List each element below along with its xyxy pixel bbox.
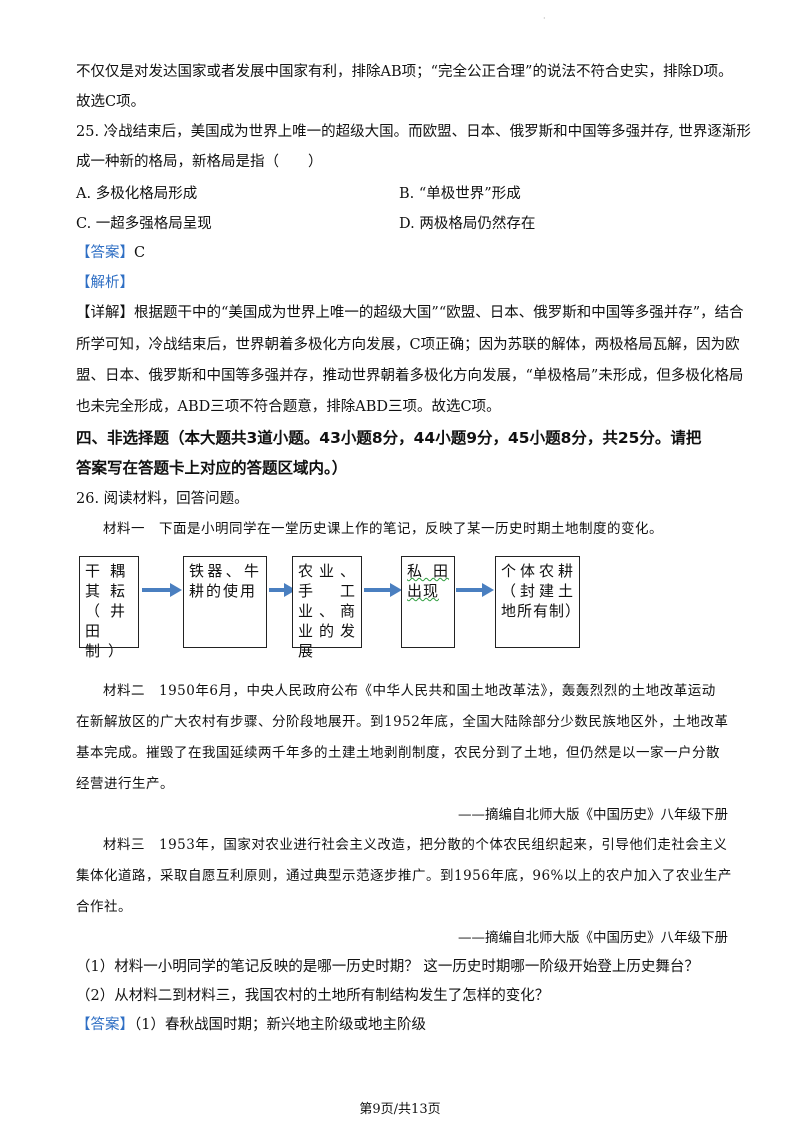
prev-explanation-line-2: 故选C项。	[76, 94, 146, 110]
flow-box-iron-tools: 铁器、牛耕的使用	[183, 556, 267, 648]
q25-stem-line-2: 成一种新的格局，新格局是指（ ）	[76, 154, 323, 170]
corner-dot: ·	[543, 14, 546, 23]
material2-line-3: 基本完成。摧毁了在我国延续两千年多的土建土地剥削制度，农民分到了土地，但仍然是以…	[76, 745, 720, 761]
flow-arrow-1	[142, 583, 182, 597]
q26-question-2: （2）从材料二到材料三，我国农村的土地所有制结构发生了怎样的变化？	[76, 988, 550, 1004]
q25-detail-line-1: 【详解】根据题干中的“美国成为世界上唯一的超级大国”“欧盟、日本、俄罗斯和中国等…	[76, 303, 744, 323]
q26-answer-tag: 【答案】	[76, 1017, 134, 1033]
q25-detail-text-1: 根据题干中的“美国成为世界上唯一的超级大国”“欧盟、日本、俄罗斯和中国等多强并存…	[134, 305, 744, 321]
q25-detail-line-2: 所学可知，冷战结束后，世界朝着多极化方向发展，C项正确；因为苏联的解体，两极格局…	[76, 337, 740, 353]
material3-line-3: 合作社。	[76, 899, 132, 915]
material1-intro: 材料一 下面是小明同学在一堂历史课上作的笔记，反映了某一历史时期土地制度的变化。	[103, 521, 663, 537]
q25-option-a: A. 多极化格局形成	[76, 186, 198, 202]
q26-question-1: （1）材料一小明同学的笔记反映的是哪一历史时期？ 这一历史时期哪一阶级开始登上历…	[76, 959, 699, 975]
q25-analysis-line: 【解析】	[76, 273, 134, 293]
q25-detail-line-4: 也未完全形成，ABD三项不符合题意，排除ABD三项。故选C项。	[76, 399, 501, 415]
section4-heading-line-2: 答案写在答题卡上对应的答题区域内。）	[76, 459, 348, 477]
flow-box-well-field: 干耦其耘（井田制）	[79, 556, 139, 660]
q25-detail-line-3: 盟、日本、俄罗斯和中国等多强并存，推动世界朝着多极化方向发展，“单极格局”未形成…	[76, 368, 744, 384]
material3-source: ——摘编自北师大版《中国历史》八年级下册	[458, 930, 728, 946]
material2-line-1: 材料二 1950年6月，中央人民政府公布《中华人民共和国土地改革法》，轰轰烈烈的…	[103, 683, 716, 699]
q26-stem: 26. 阅读材料，回答问题。	[76, 491, 249, 507]
q25-answer-line: 【答案】C	[76, 243, 145, 263]
q25-option-d: D. 两极格局仍然存在	[399, 216, 536, 232]
q25-option-c: C. 一超多强格局呈现	[76, 216, 212, 232]
flow-box-economy-development: 农业、手工业、商业的发展	[292, 556, 362, 660]
material2-line-4: 经营进行生产。	[76, 776, 174, 792]
flow-arrow-3	[364, 583, 402, 597]
material3-line-1: 材料三 1953年，国家对农业进行社会主义改造，把分散的个体农民组织起来，引导他…	[103, 837, 728, 853]
section4-heading-line-1: 四、非选择题（本大题共3道小题。43小题8分，44小题9分，45小题8分，共25…	[76, 429, 702, 447]
q26-answer-1: （1）春秋战国时期；新兴地主阶级或地主阶级	[134, 1017, 426, 1033]
page-footer: 第9页/共13页	[359, 1102, 441, 1117]
material2-source: ——摘编自北师大版《中国历史》八年级下册	[458, 807, 728, 823]
material2-line-2: 在新解放区的广大农村有步骤、分阶段地展开。到1952年底，全国大陆除部分少数民族…	[76, 714, 729, 730]
flow-box-private-fields: 私田出现	[401, 556, 455, 648]
flow-arrow-4	[456, 583, 494, 597]
answer-tag: 【答案】	[76, 245, 134, 261]
analysis-tag: 【解析】	[76, 275, 134, 291]
q25-stem-line-1: 25. 冷战结束后，美国成为世界上唯一的超级大国。而欧盟、日本、俄罗斯和中国等多…	[76, 124, 751, 140]
flow-box-feudal-land-ownership: 个体农耕（封建土地所有制）	[495, 556, 580, 648]
q25-option-b: B. “单极世界”形成	[399, 186, 521, 202]
flow-box-private-fields-text: 私田出现	[407, 562, 449, 600]
q25-answer-value: C	[134, 245, 146, 261]
prev-explanation-line-1: 不仅仅是对发达国家或者发展中国家有利，排除AB项；“完全公正合理”的说法不符合史…	[76, 64, 733, 80]
detail-tag: 【详解】	[76, 305, 134, 321]
material3-line-2: 集体化道路，采取自愿互利原则，通过典型示范逐步推广。到1956年底，96%以上的…	[76, 868, 732, 884]
q26-answer-line: 【答案】（1）春秋战国时期；新兴地主阶级或地主阶级	[76, 1015, 426, 1035]
